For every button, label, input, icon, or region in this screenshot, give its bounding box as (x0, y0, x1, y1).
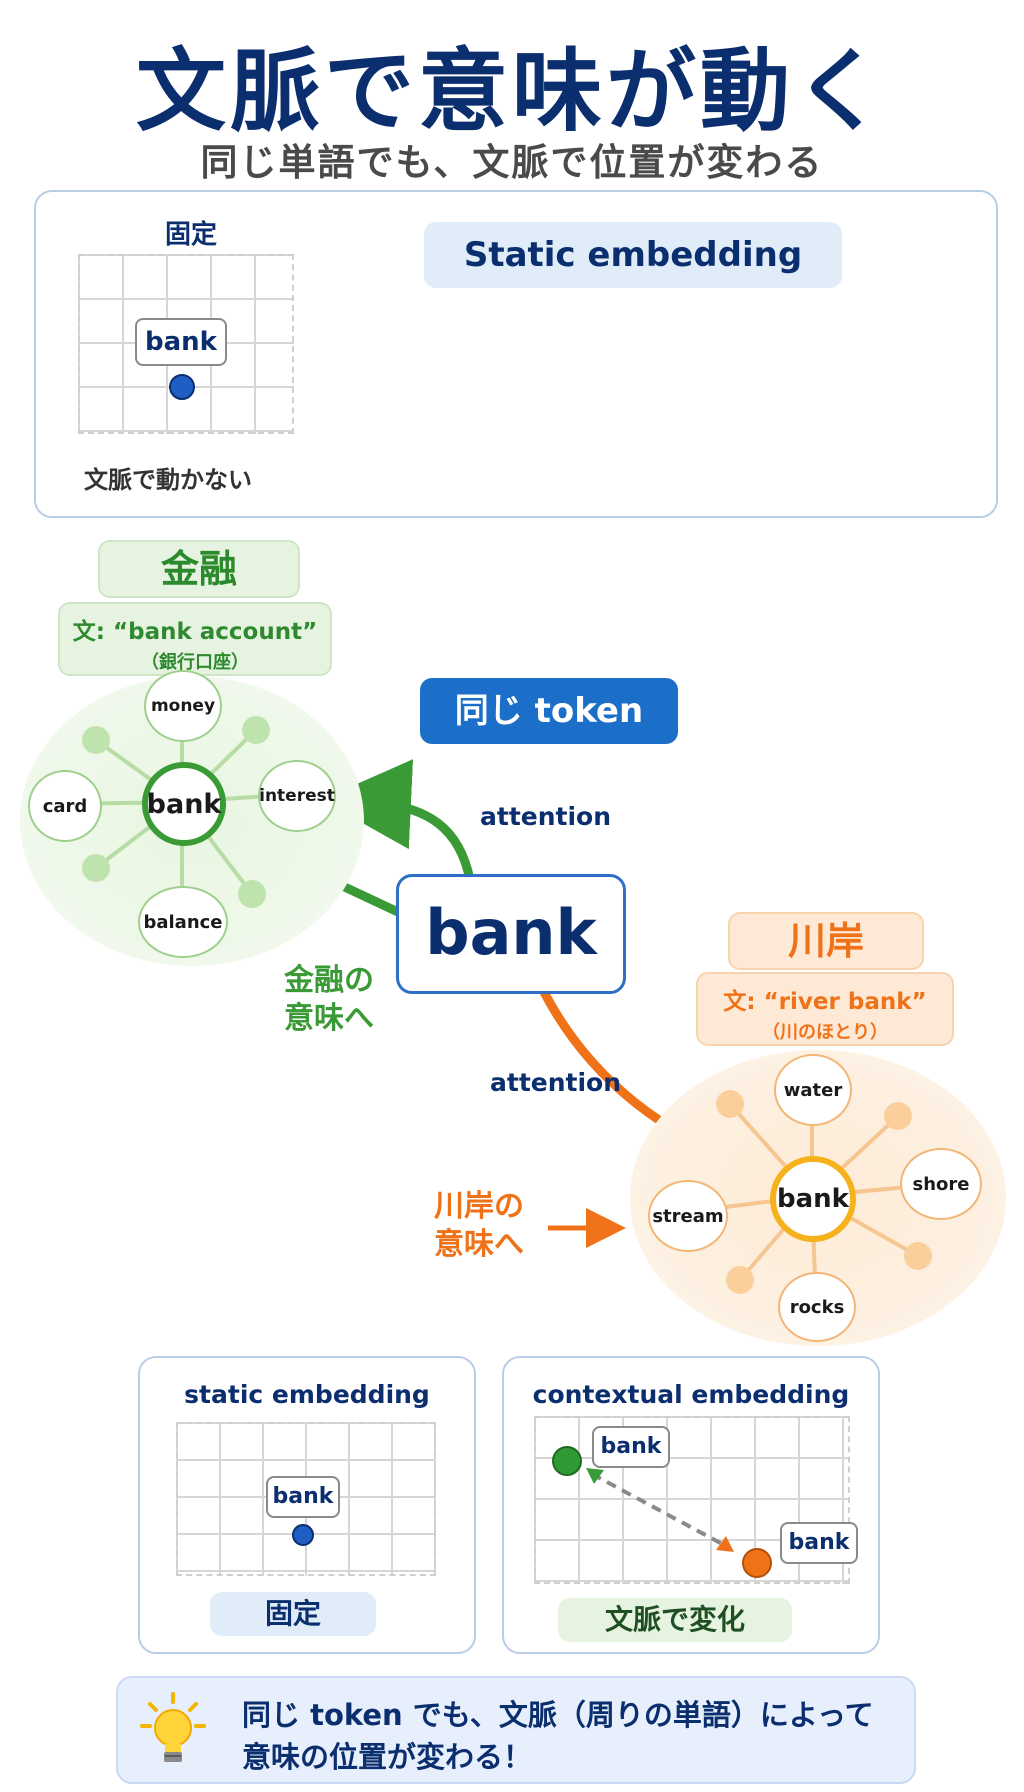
finance-node-interest: interest (258, 760, 336, 832)
contextual-bank-label-1: bank (592, 1426, 670, 1468)
river-arrow-label-line2: 意味へ (434, 1227, 524, 1262)
river-arrow-label: 川岸の 意味へ (434, 1188, 564, 1264)
static-embedding-badge: Static embedding (424, 222, 842, 288)
bank-word-label: bank (135, 318, 227, 366)
finance-node-money: money (144, 670, 222, 742)
river-node-shore: shore (900, 1148, 982, 1220)
river-title: 川岸 (728, 912, 924, 970)
summary-note: 同じ token でも、文脈（周りの単語）によって 意味の位置が変わる！ (116, 1676, 916, 1784)
attention-label-bottom: attention (490, 1068, 622, 1097)
river-node-stream: stream (648, 1180, 728, 1252)
compare-static-bank-label: bank (266, 1476, 340, 1518)
river-sentence-box: 文: “river bank” （川のほとり） (696, 972, 954, 1046)
compare-contextual-title: contextual embedding (532, 1380, 850, 1409)
contextual-point-orange (742, 1548, 772, 1578)
summary-note-line1: 同じ token でも、文脈（周りの単語）によって (242, 1698, 874, 1732)
finance-center-bank: bank (142, 762, 226, 846)
finance-sentence: 文: “bank account” (72, 619, 318, 645)
compare-static-title: static embedding (184, 1380, 430, 1409)
attention-arrow-upper (321, 759, 475, 881)
summary-note-line2: 意味の位置が変わる！ (242, 1740, 533, 1774)
river-sentence: 文: “river bank” (723, 989, 927, 1015)
river-arrow-label-line1: 川岸の (434, 1189, 524, 1224)
finance-gloss: （銀行口座） (141, 652, 249, 673)
river-node-rocks: rocks (778, 1272, 856, 1342)
same-token-badge: 同じ token (420, 678, 678, 744)
page-title: 文脈で意味が動く (136, 39, 888, 144)
lightbulb-icon (138, 1690, 208, 1770)
river-gloss: （川のほとり） (762, 1022, 888, 1043)
contextual-point-green (552, 1446, 582, 1476)
finance-title: 金融 (98, 540, 300, 598)
river-node-water: water (774, 1054, 852, 1126)
finance-arrow-label-line2: 意味へ (284, 1001, 374, 1036)
finance-sentence-box: 文: “bank account” （銀行口座） (58, 602, 332, 676)
bank-point (169, 374, 195, 400)
finance-node-card: card (28, 770, 102, 842)
caption-no-move: 文脈で動かない (84, 466, 252, 494)
central-bank-box: bank (396, 874, 626, 994)
compare-static-caption: 固定 (210, 1592, 376, 1636)
contextual-bank-label-2: bank (780, 1522, 858, 1564)
compare-contextual-caption: 文脈で変化 (558, 1598, 792, 1642)
compare-static-panel: static embedding bank 固定 (138, 1356, 476, 1654)
finance-arrow-label: 金融の 意味へ (284, 962, 424, 1038)
compare-static-point (292, 1524, 314, 1546)
grid-title-fixed: 固定 (164, 220, 217, 250)
river-center-bank: bank (770, 1156, 856, 1242)
static-embedding-panel: 固定 bank 文脈で動かない Static embedding (34, 190, 998, 518)
finance-arrow-label-line1: 金融の (284, 963, 374, 998)
page-subtitle: 同じ単語でも、文脈で位置が変わる (200, 141, 824, 184)
attention-label-top: attention (480, 802, 612, 831)
finance-node-balance: balance (138, 886, 228, 958)
